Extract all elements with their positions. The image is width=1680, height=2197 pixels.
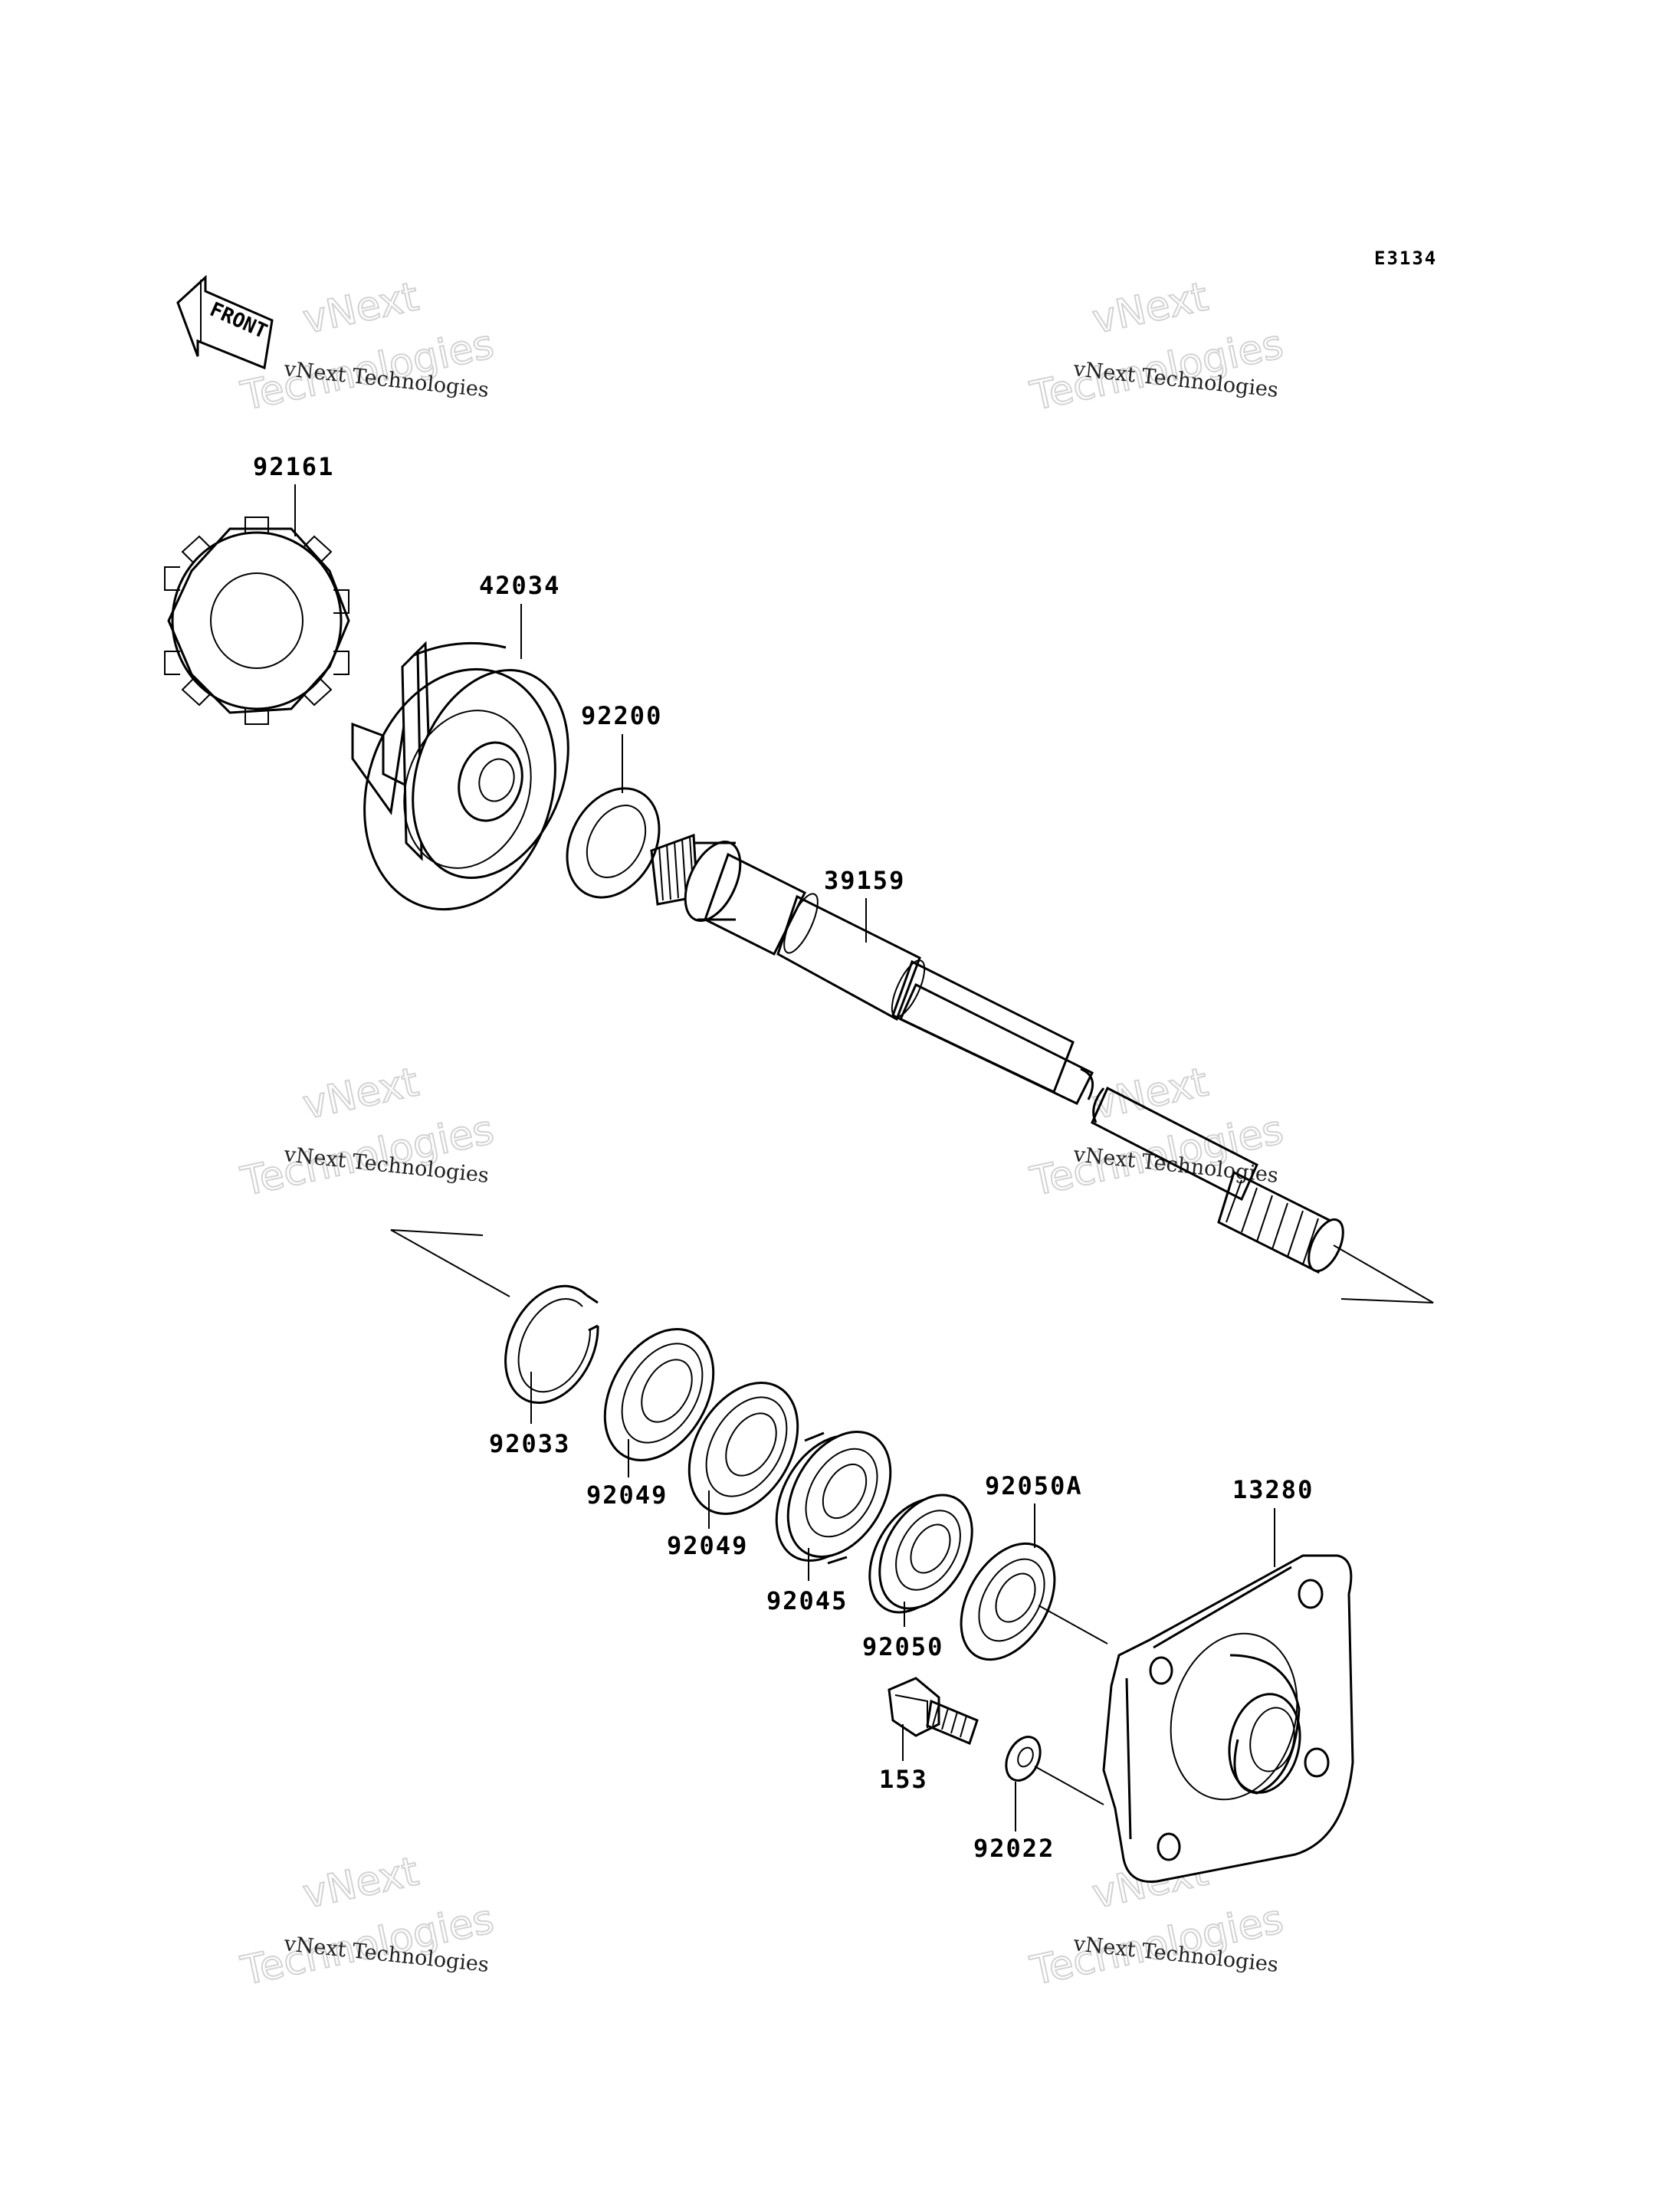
diagram-code: E3134 <box>1374 248 1437 269</box>
part-label-92022: 92022 <box>973 1834 1055 1863</box>
svg-text:vNext: vNext <box>1088 274 1212 343</box>
part-label-92033: 92033 <box>489 1429 570 1458</box>
part-92022-washer-drawing <box>1005 1736 1104 1805</box>
svg-text:vNext: vNext <box>299 1059 422 1128</box>
front-arrow-icon: FRONT <box>176 274 274 370</box>
part-label-92049-1: 92049 <box>586 1481 668 1510</box>
axis-line-left <box>390 1229 510 1297</box>
part-label-153: 153 <box>879 1765 928 1794</box>
part-153-bolt-drawing <box>888 1677 979 1746</box>
part-label-92049-2: 92049 <box>667 1531 748 1560</box>
part-92050A-seal-drawing <box>960 1542 1108 1661</box>
part-label-13280: 13280 <box>1232 1475 1314 1504</box>
part-label-39159: 39159 <box>824 866 905 895</box>
watermark-bottom-left: vNext Technologies vNext Technologies <box>236 1848 498 1995</box>
part-label-92050: 92050 <box>862 1632 943 1661</box>
part-92050-bearing-drawing <box>868 1494 973 1614</box>
part-92049-seal-1-drawing <box>603 1328 715 1461</box>
part-label-92161: 92161 <box>253 452 334 481</box>
part-label-92045: 92045 <box>766 1586 848 1615</box>
watermark-top-right: vNext Technologies vNext Technologies <box>1025 273 1288 420</box>
part-92033-circlip-drawing <box>504 1284 599 1405</box>
part-42034-impeller-drawing <box>351 641 569 911</box>
part-39159-shaft-drawing <box>650 833 1434 1303</box>
watermark-top-left: vNext Technologies vNext Technologies <box>236 273 498 420</box>
part-13280-housing-drawing <box>1102 1554 1354 1884</box>
part-label-92050A: 92050A <box>985 1471 1083 1500</box>
part-92045-bearing-drawing <box>775 1430 892 1565</box>
part-92200-washer-drawing <box>566 787 661 899</box>
svg-text:vNext: vNext <box>299 274 422 343</box>
watermark-mid-left: vNext Technologies vNext Technologies <box>236 1058 498 1205</box>
svg-text:vNext: vNext <box>299 1848 422 1917</box>
part-label-92200: 92200 <box>581 701 662 730</box>
part-92161-coupling-drawing <box>164 516 350 725</box>
part-label-42034: 42034 <box>479 571 560 600</box>
svg-text:vNext: vNext <box>1088 1059 1212 1128</box>
